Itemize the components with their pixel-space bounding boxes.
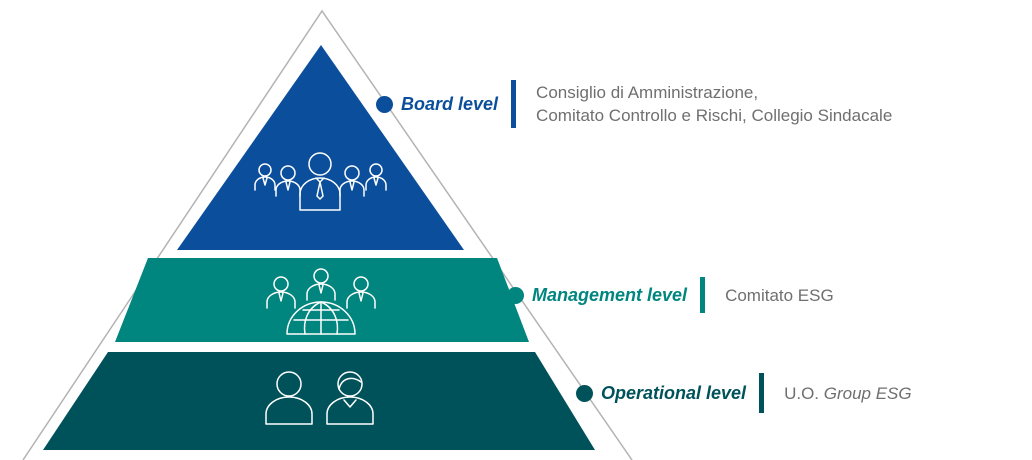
pyramid-outline xyxy=(22,9,633,460)
tier-operational xyxy=(43,352,595,450)
management-level-marker xyxy=(507,286,524,304)
board-level-marker xyxy=(376,95,393,113)
operational-level-divider xyxy=(759,373,765,413)
management-level-row: Management level Comitato ESG xyxy=(507,277,834,313)
operational-level-label: Operational level xyxy=(601,382,747,403)
board-level-divider xyxy=(511,80,517,128)
operational-description-prefix: U.O. xyxy=(784,383,824,403)
tier-management xyxy=(115,258,529,342)
board-level-row: Board level Consiglio di Amministrazione… xyxy=(376,80,892,128)
management-level-label: Management level xyxy=(532,284,688,305)
management-globe-group-icon xyxy=(266,268,376,335)
management-description-line-1: Comitato ESG xyxy=(725,285,834,305)
board-group-icon xyxy=(254,152,387,211)
operational-pair-icon xyxy=(265,371,374,425)
management-level-description: Comitato ESG xyxy=(725,284,834,307)
tier-board xyxy=(177,45,464,250)
board-description-line-2: Comitato Controllo e Rischi, Collegio Si… xyxy=(536,106,893,125)
board-level-description: Consiglio di Amministrazione, Comitato C… xyxy=(536,81,892,127)
operational-level-row: Operational level U.O. Group ESG xyxy=(576,373,912,413)
board-description-line-1: Consiglio di Amministrazione, xyxy=(536,83,759,102)
operational-level-marker xyxy=(576,384,593,402)
board-level-label: Board level xyxy=(401,93,499,114)
operational-level-description: U.O. Group ESG xyxy=(784,382,912,405)
management-level-divider xyxy=(700,277,706,313)
operational-description-italic: Group ESG xyxy=(823,383,912,403)
